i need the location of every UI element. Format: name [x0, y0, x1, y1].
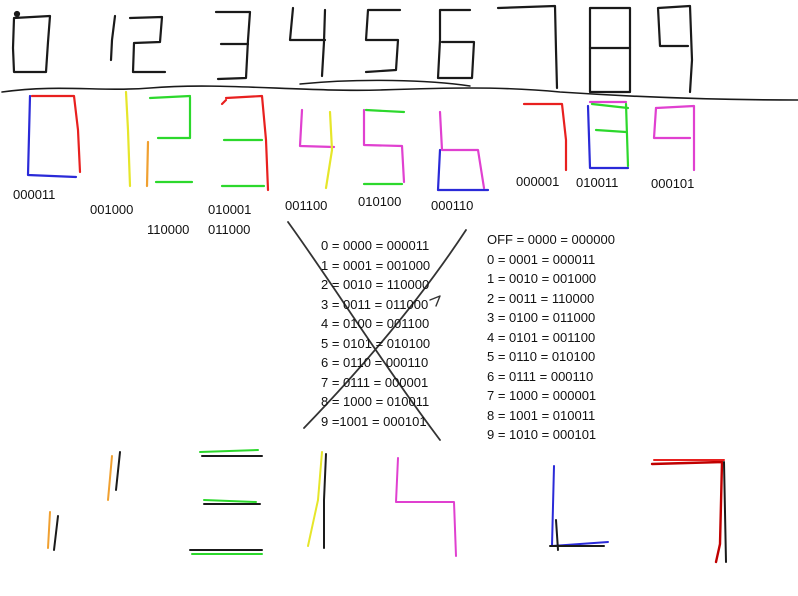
black-digit-9	[656, 4, 694, 94]
black-digit-8	[588, 6, 632, 94]
table-row: 4 = 0100 = 001100	[321, 316, 430, 331]
colored-digit-6	[436, 110, 490, 192]
separator-line-upper	[299, 79, 471, 87]
code-label-6: 000110	[431, 198, 474, 213]
code-label-5: 010100	[358, 194, 402, 209]
table-row: 7 = 0111 = 000001	[321, 374, 429, 390]
mapping-table-crossed: 0 = 0000 = 000011 1 = 0001 = 001000 2 = …	[321, 236, 430, 431]
table-row: 1 = 0010 = 001000	[487, 271, 597, 286]
table-row: OFF = 0000 = 000000	[487, 232, 615, 247]
code-label-2: 110000	[147, 222, 190, 237]
black-digit-7	[496, 4, 559, 90]
table-row: 5 = 0110 = 010100	[487, 349, 596, 364]
colored-digit-2	[145, 94, 194, 188]
code-label-9: 000101	[651, 176, 695, 191]
table-row: 3 = 0011 = 011000	[321, 296, 429, 312]
table-row: 1 = 0001 = 001000	[321, 257, 431, 273]
table-row: 9 = 1010 = 000101	[487, 427, 597, 442]
table-row: 4 = 0101 = 001100	[487, 329, 596, 345]
colored-digit-3	[220, 94, 270, 192]
code-label-3b: 011000	[208, 222, 251, 237]
code-label-8: 010011	[576, 175, 619, 190]
table-row: 6 = 0111 = 000110	[487, 368, 594, 384]
cross-out-x	[287, 221, 467, 441]
black-digit-0	[11, 10, 52, 74]
code-label-1: 001000	[90, 202, 134, 217]
bottom-digit-5	[549, 465, 609, 551]
table-row: 0 = 0000 = 000011	[321, 238, 430, 253]
table-row: 5 = 0101 = 010100	[321, 335, 431, 351]
table-row: 8 = 1001 = 010011	[487, 407, 596, 423]
bottom-digit-2	[189, 449, 263, 555]
bottom-digit-6	[650, 459, 727, 564]
code-label-7: 000001	[516, 174, 560, 189]
table-row: 6 = 0110 = 000110	[321, 355, 429, 370]
code-label-4: 001100	[285, 198, 328, 213]
colored-digit-9	[652, 104, 696, 172]
table-row: 2 = 0010 = 110000	[321, 277, 430, 292]
black-digit-3	[214, 10, 252, 81]
black-digit-5	[364, 8, 402, 74]
table-row: 9 =1001 = 000101	[321, 413, 427, 429]
separator-line	[1, 85, 798, 101]
table-row: 7 = 1000 = 000001	[487, 388, 597, 403]
table-row: 3 = 0100 = 011000	[487, 310, 596, 325]
table-row: 0 = 0001 = 000011	[487, 251, 596, 267]
colored-digit-4	[298, 108, 336, 190]
colored-digit-0	[26, 94, 82, 179]
black-digit-row	[11, 4, 694, 94]
bottom-digit-1	[47, 451, 121, 551]
black-digit-6	[436, 8, 476, 80]
table-row: 8 = 1000 = 010011	[321, 394, 430, 409]
table-row: 2 = 0011 = 110000	[487, 290, 595, 306]
colored-digit-1	[124, 90, 132, 188]
colored-digit-7	[522, 102, 568, 172]
black-digit-2	[128, 15, 167, 74]
black-digit-4	[288, 6, 327, 78]
mapping-table: OFF = 0000 = 000000 0 = 0001 = 000011 1 …	[487, 230, 615, 445]
bottom-segment-row	[47, 449, 727, 564]
bottom-digit-4	[395, 457, 457, 557]
bottom-digit-3	[307, 451, 327, 549]
black-digit-1	[109, 14, 117, 62]
code-label-3a: 010001	[208, 202, 252, 217]
code-label-0: 000011	[13, 187, 56, 202]
colored-digit-8	[586, 100, 630, 170]
colored-digit-5	[362, 108, 406, 186]
colored-digit-row	[26, 90, 696, 192]
